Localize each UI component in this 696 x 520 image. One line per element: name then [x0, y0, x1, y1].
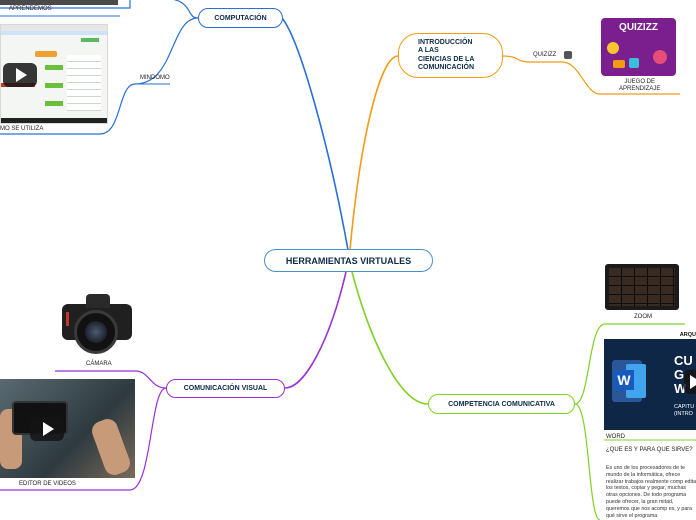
connector-quizizz-juego	[561, 61, 680, 95]
connector-computacion-aprendemos	[0, 0, 199, 19]
word-subtitle: CAPITU (INTRO	[674, 404, 694, 418]
connector-competencia-word	[574, 403, 601, 520]
word-paragraph: Es uno de los procesadores de te mundo d…	[606, 465, 696, 519]
quizizz-shape	[613, 60, 625, 68]
connector-central-computacion	[281, 17, 349, 251]
word-title-line: G	[674, 367, 685, 382]
topic-que-es: ¿QUE ES Y PARA QUE SIRVE?	[606, 447, 693, 453]
topic-word[interactable]: WORD	[606, 434, 625, 440]
branch-competencia-label: COMPETENCIA COMUNICATIVA	[448, 400, 555, 408]
branch-intro-line: COMUNICACIÓN	[418, 64, 474, 71]
camera-image	[60, 290, 134, 358]
topic-quizizz[interactable]: QUIZIZZ	[533, 52, 557, 58]
branch-intro[interactable]: INTRODUCCIÓN A LAS CIENCIAS DE LA COMUNI…	[398, 33, 503, 78]
word-title-line: CU	[674, 353, 693, 368]
connector-mindomo-video	[0, 83, 136, 135]
thumb-bottom-bar	[1, 118, 107, 123]
branch-computacion-label: COMPUTACIÓN	[214, 14, 267, 22]
quizizz-shape	[629, 58, 639, 68]
topic-aprendemos[interactable]: APRENDEMOS	[9, 6, 52, 12]
aprendemos-image	[0, 0, 118, 5]
connector-computacion-mindomo	[134, 17, 199, 85]
topic-mindomo[interactable]: MINDOMO	[140, 75, 170, 81]
branch-intro-text: INTRODUCCIÓN A LAS CIENCIAS DE LA COMUNI…	[418, 39, 474, 73]
topic-zoom[interactable]: ZOOM	[634, 314, 652, 320]
zoom-grid	[609, 268, 675, 306]
word-logo-icon: W	[612, 360, 646, 402]
central-node-label: HERRAMIENTAS VIRTUALES	[285, 255, 412, 266]
connector-visual-editor	[0, 387, 167, 491]
branch-intro-line: A LAS	[418, 47, 439, 54]
thumb-orange-node	[35, 51, 57, 57]
connector-competencia-zoom	[574, 323, 685, 405]
play-icon[interactable]	[684, 370, 696, 394]
connector-intro-quizizz	[502, 55, 562, 63]
central-node[interactable]: HERRAMIENTAS VIRTUALES	[264, 249, 433, 272]
branch-computacion[interactable]: COMPUTACIÓN	[198, 8, 283, 28]
connector-central-competencia	[351, 271, 429, 405]
branch-comunicacion-visual-label: COMUNICACIÓN VISUAL	[183, 385, 268, 392]
thumb-green-node	[45, 83, 63, 88]
word-subtitle-line: CAPITU	[674, 404, 695, 410]
thumb-blue-bar	[1, 31, 107, 35]
word-subtitle-line: (INTRO	[674, 411, 693, 417]
mindomo-video-thumbnail[interactable]	[0, 24, 108, 124]
editor-video-thumbnail[interactable]	[0, 379, 135, 478]
topic-juego-line: APRENDIZAJE	[619, 85, 661, 92]
thumb-green-node	[45, 65, 63, 70]
camera-top	[86, 294, 110, 308]
branch-competencia[interactable]: COMPETENCIA COMUNICATIVA	[428, 394, 575, 414]
quizizz-shape	[653, 50, 667, 64]
word-header-text: ARQU	[679, 332, 696, 338]
connector-central-visual	[284, 271, 347, 389]
quizizz-shape	[607, 42, 619, 54]
branch-intro-line: CIENCIAS DE LA	[418, 55, 475, 63]
topic-camara[interactable]: CÁMARA	[86, 361, 112, 367]
thumb-lines	[67, 55, 101, 111]
branch-intro-line: INTRODUCCIÓN	[418, 38, 473, 46]
link-icon[interactable]	[564, 51, 572, 59]
topic-editor[interactable]: EDITOR DE VIDEOS	[19, 481, 76, 487]
quizizz-image: QUIZIZZ	[601, 18, 676, 76]
thumb-green-button	[81, 38, 99, 42]
word-video-thumbnail[interactable]: ARQU W CU G W CAPITU (INTRO	[604, 332, 696, 430]
thumb-toolbar	[1, 25, 107, 31]
play-icon[interactable]	[30, 417, 64, 441]
topic-mo-se-utiliza[interactable]: MO SE UTILIZA	[0, 126, 44, 132]
camera-grip-accent	[66, 312, 69, 326]
topic-juego-line: JUEGO DE	[624, 79, 655, 85]
word-header-bar: ARQU	[604, 332, 696, 339]
word-logo-letter: W	[614, 370, 634, 390]
camera-lens-glass	[85, 321, 107, 343]
editor-hand	[89, 416, 133, 478]
connector-visual-camara	[55, 370, 167, 389]
play-icon[interactable]	[3, 63, 37, 87]
quizizz-logo-text: QUIZIZZ	[619, 22, 658, 33]
branch-comunicacion-visual[interactable]: COMUNICACIÓN VISUAL	[166, 379, 285, 398]
topic-juego[interactable]: JUEGO DE APRENDIZAJE	[619, 79, 660, 92]
thumb-green-node	[45, 101, 63, 106]
zoom-image	[605, 264, 679, 310]
connector-central-intro	[349, 55, 399, 251]
